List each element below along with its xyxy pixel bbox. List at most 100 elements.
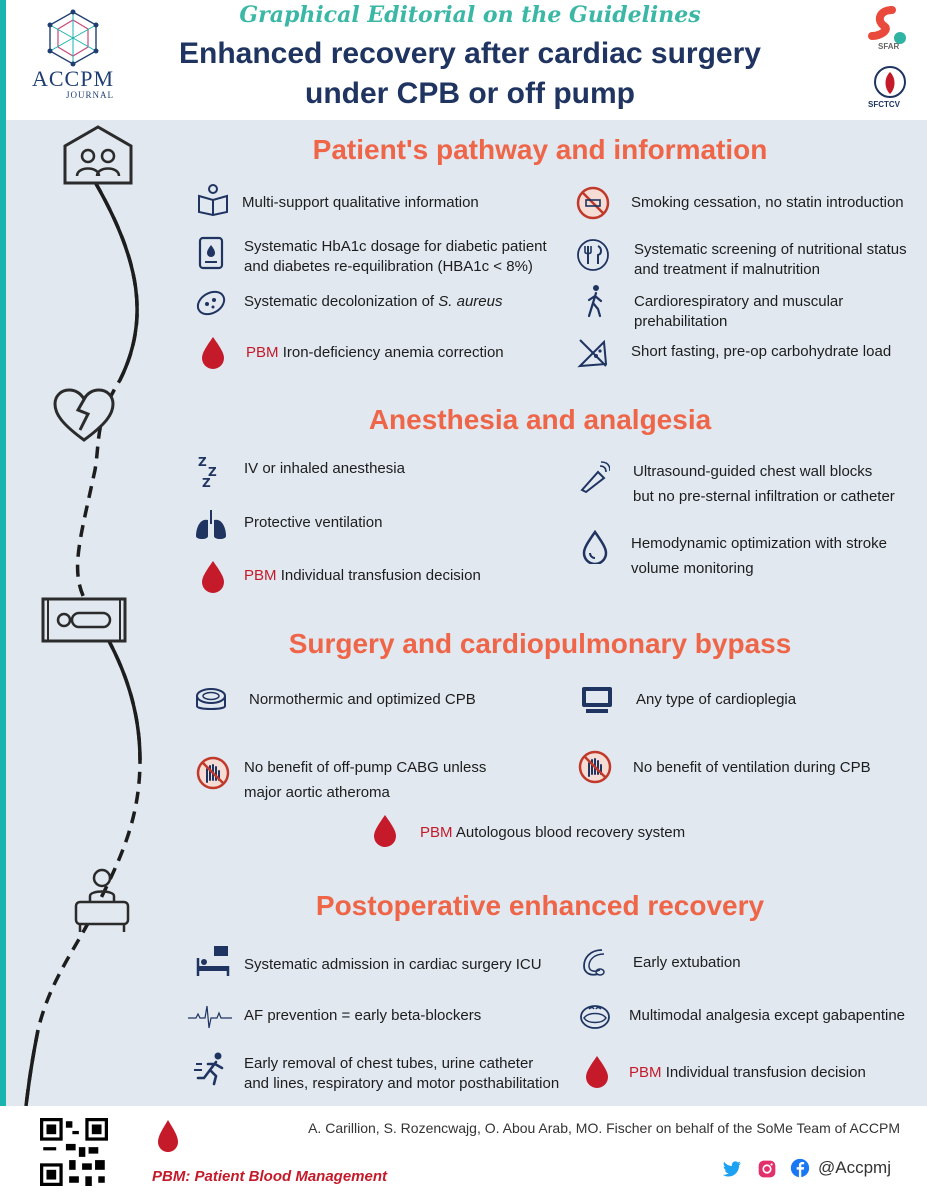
running-person-icon	[194, 1052, 224, 1086]
item-chest-wall-blocks-line-2: but no pre-sternal infiltration or cathe…	[633, 488, 895, 505]
svg-text:Z: Z	[208, 465, 217, 479]
item-nutrition-line-1: Systematic screening of nutritional stat…	[634, 241, 907, 258]
pbm-tag: PBM	[246, 344, 279, 361]
glucose-meter-icon	[198, 236, 224, 270]
item-icu-admission: Systematic admission in cardiac surgery …	[244, 956, 542, 973]
blood-drop-icon	[586, 1056, 608, 1088]
ecg-trace-icon	[188, 1005, 232, 1029]
blood-drop-icon	[158, 1120, 178, 1152]
journal-sub: JOURNAL	[66, 90, 115, 100]
section-title-postoperative: Postoperative enhanced recovery	[315, 890, 765, 921]
svg-text:Z: Z	[198, 455, 207, 469]
item-analgesia: Multimodal analgesia except gabapentine	[629, 1007, 906, 1024]
molecule-logo-icon	[47, 9, 99, 67]
monitor-icon	[582, 687, 612, 713]
item-off-pump-line-1: No benefit of off-pump CABG unless	[244, 759, 487, 776]
item-off-pump-line-2: major aortic atheroma	[244, 784, 390, 801]
lungs-icon	[196, 510, 226, 539]
item-protective-ventilation: Protective ventilation	[244, 514, 383, 531]
no-hand-icon	[196, 756, 230, 790]
item-nutrition-line-2: and treatment if malnutrition	[634, 261, 820, 278]
footer	[0, 1106, 927, 1200]
surgery-table-icon	[41, 597, 127, 643]
item-hba1c: Systematic HbA1c dosage for diabetic pat…	[244, 237, 547, 277]
journal-name: ACCPM	[31, 66, 115, 91]
item-extubation: Early extubation	[633, 954, 741, 971]
walking-person-icon	[587, 285, 603, 318]
section-title-surgery: Surgery and cardiopulmonary bypass	[288, 628, 792, 659]
face-mask-icon	[580, 1005, 610, 1029]
item-chest-wall-blocks: Ultrasound-guided chest wall blocks but …	[633, 459, 895, 509]
editorial-subtitle: Graphical Editorial on the Guidelines	[239, 2, 701, 28]
author-credits: A. Carillion, S. Rozencwajg, O. Abou Ara…	[308, 1120, 900, 1136]
blood-drop-icon	[202, 561, 224, 593]
item-transfusion-anesthesia: PBM Individual transfusion decision	[244, 566, 481, 586]
header: ACCPM JOURNAL Graphical Editorial on the…	[0, 0, 927, 120]
accpm-logo: ACCPM JOURNAL	[18, 8, 128, 108]
item-hemodynamic-line-2: volume monitoring	[631, 560, 754, 577]
instagram-icon[interactable]	[757, 1159, 777, 1179]
title-line-2: under CPB or off pump	[305, 77, 635, 110]
item-decolonization-species: S. aureus	[438, 293, 503, 310]
item-early-removal-line-1: Early removal of chest tubes, urine cath…	[244, 1055, 534, 1072]
item-early-removal: Early removal of chest tubes, urine cath…	[244, 1054, 559, 1094]
pbm-tag: PBM	[244, 567, 277, 584]
plate-cutlery-icon	[577, 239, 609, 271]
pbm-legend: PBM: Patient Blood Management	[152, 1168, 388, 1185]
water-drop-icon	[582, 530, 608, 564]
item-hemodynamic-line-1: Hemodynamic optimization with stroke	[631, 535, 887, 552]
item-prehabilitation-line-1: Cardiorespiratory and muscular	[634, 293, 844, 310]
item-cardioplegia: Any type of cardioplegia	[636, 691, 797, 708]
item-transfusion-postop-text: Individual transfusion decision	[665, 1064, 866, 1081]
item-multi-support: Multi-support qualitative information	[242, 194, 479, 211]
item-hemodynamic: Hemodynamic optimization with stroke vol…	[631, 531, 887, 581]
item-nutrition: Systematic screening of nutritional stat…	[634, 240, 907, 280]
sfctcv-label: SFCTCV	[868, 100, 900, 109]
pbm-tag: PBM	[629, 1064, 662, 1081]
item-decolonization: Systematic decolonization of S. aureus	[244, 292, 503, 312]
item-smoking: Smoking cessation, no statin introductio…	[631, 194, 904, 211]
icu-bed-icon	[196, 946, 230, 976]
blood-drop-icon	[374, 815, 396, 847]
item-hba1c-line-2: and diabetes re-equilibration (HBA1c < 8…	[244, 258, 533, 275]
bacteria-icon	[196, 290, 226, 316]
item-early-removal-line-2: and lines, respiratory and motor posthab…	[244, 1075, 560, 1092]
home-family-icon	[63, 125, 133, 185]
sfctcv-logo-icon	[874, 66, 906, 98]
item-autologous: PBM Autologous blood recovery system	[420, 823, 685, 843]
section-title-pathway: Patient's pathway and information	[312, 134, 768, 165]
item-ventilation-cpb: No benefit of ventilation during CPB	[633, 759, 871, 776]
item-prehabilitation-line-2: prehabilitation	[634, 313, 728, 330]
no-pizza-icon	[577, 339, 608, 368]
ultrasound-probe-icon	[580, 461, 610, 494]
item-transfusion-anesthesia-text: Individual transfusion decision	[280, 567, 481, 584]
breathing-tube-icon	[583, 949, 605, 976]
thermometer-ring-icon	[196, 688, 226, 710]
qr-code-icon[interactable]	[40, 1118, 108, 1186]
section-title-anesthesia: Anesthesia and analgesia	[368, 404, 712, 435]
seated-patient-icon	[74, 868, 130, 932]
broken-heart-icon	[53, 388, 115, 442]
social-handle[interactable]: @Accpmj	[818, 1158, 891, 1177]
item-hba1c-line-1: Systematic HbA1c dosage for diabetic pat…	[244, 238, 547, 255]
item-off-pump: No benefit of off-pump CABG unless major…	[244, 755, 486, 805]
sfar-label: SFAR	[878, 42, 900, 51]
title-line-1: Enhanced recovery after cardiac surgery	[179, 37, 761, 70]
item-anesthesia: IV or inhaled anesthesia	[244, 460, 405, 477]
item-normothermic: Normothermic and optimized CPB	[249, 691, 476, 708]
item-iron-deficiency: PBM Iron-deficiency anemia correction	[246, 343, 504, 363]
item-iron-deficiency-text: Iron-deficiency anemia correction	[282, 344, 504, 361]
facebook-icon[interactable]	[790, 1158, 810, 1178]
sleep-zzz-icon: Z Z Z	[198, 455, 217, 488]
svg-text:Z: Z	[202, 476, 211, 488]
accent-bar	[0, 0, 6, 1200]
twitter-icon[interactable]	[722, 1159, 742, 1179]
no-smoking-icon	[576, 186, 610, 220]
reading-book-icon	[198, 184, 228, 216]
item-chest-wall-blocks-line-1: Ultrasound-guided chest wall blocks	[633, 463, 873, 480]
item-prehabilitation: Cardiorespiratory and muscular prehabili…	[634, 292, 843, 332]
item-fasting: Short fasting, pre-op carbohydrate load	[631, 343, 892, 360]
pbm-tag: PBM	[420, 824, 453, 841]
no-hand-icon	[578, 750, 612, 784]
page-title: Enhanced recovery after cardiac surgery …	[150, 34, 790, 114]
